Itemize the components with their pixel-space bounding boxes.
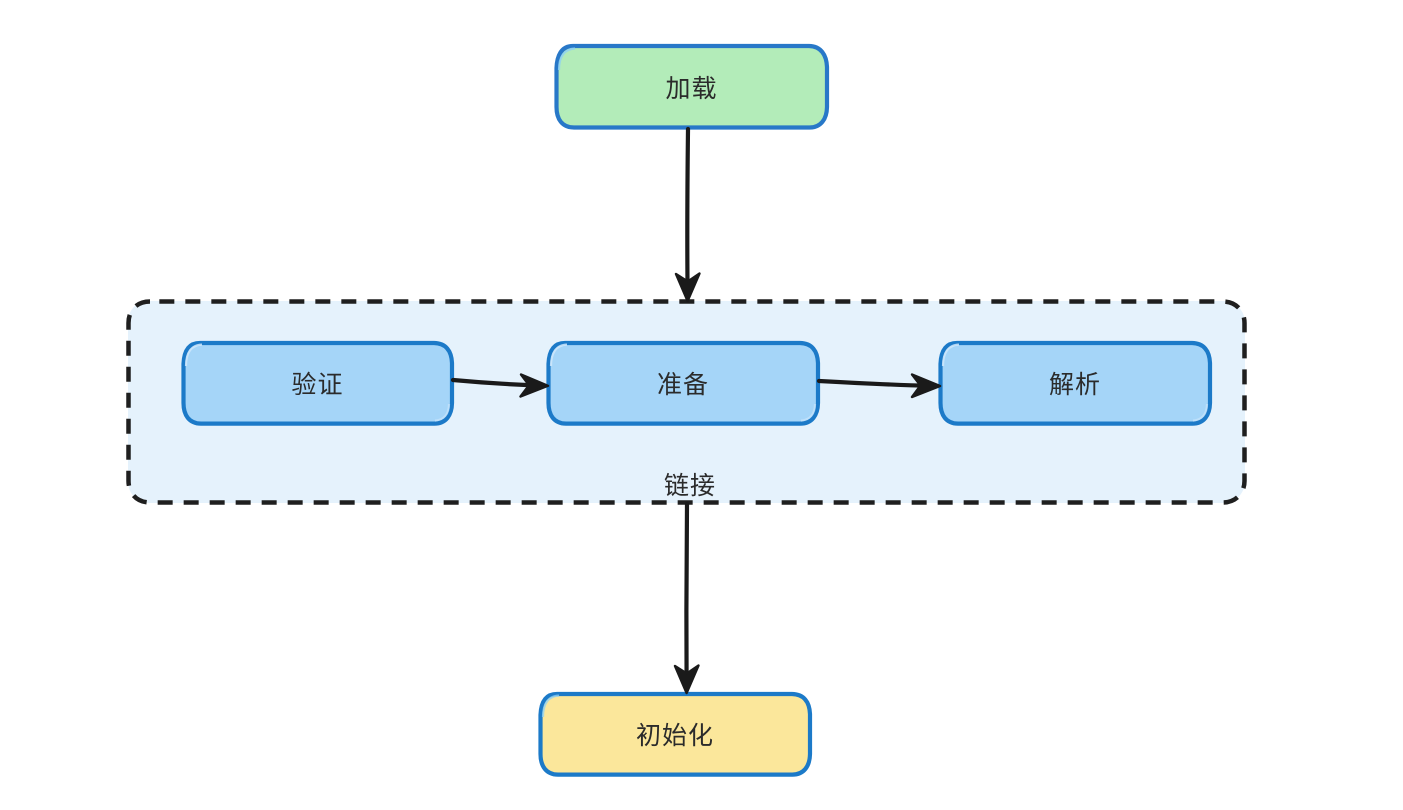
node-load-label: 加载 xyxy=(665,74,718,103)
edge-load-to-link xyxy=(674,126,701,303)
cluster-link-label: 链接 xyxy=(663,472,716,500)
edge-verify-to-prepare xyxy=(450,373,550,398)
node-resolve-label: 解析 xyxy=(1048,371,1101,399)
node-verify[interactable]: 验证 xyxy=(183,342,452,424)
node-prepare[interactable]: 准备 xyxy=(548,342,818,424)
node-resolve[interactable]: 解析 xyxy=(940,342,1210,424)
edge-prepare-to-resolve xyxy=(816,373,942,399)
edge-link-to-initialize xyxy=(673,501,700,695)
cluster-link-label-wrap: 链接 xyxy=(590,466,790,502)
node-prepare-label: 准备 xyxy=(656,371,709,399)
node-initialize[interactable]: 初始化 xyxy=(540,693,810,775)
node-load[interactable]: 加载 xyxy=(556,45,827,128)
node-initialize-label: 初始化 xyxy=(635,722,714,750)
node-verify-label: 验证 xyxy=(291,371,344,399)
